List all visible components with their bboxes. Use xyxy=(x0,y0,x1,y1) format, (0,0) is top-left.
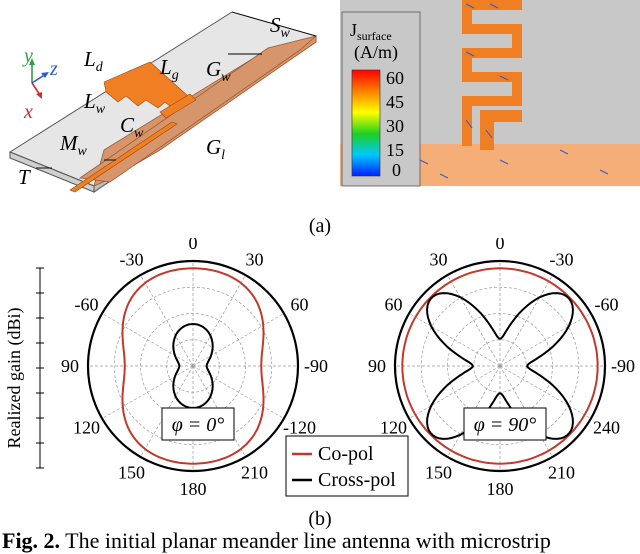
right-grid-spoke xyxy=(499,365,592,419)
right-angle-label: 150 xyxy=(425,463,452,483)
left-grid-spoke xyxy=(101,313,194,367)
left-angle-label: 90 xyxy=(61,356,79,376)
left-grid-ring xyxy=(113,286,273,446)
right-grid-spoke xyxy=(499,274,553,367)
left-angle-label: 0 xyxy=(189,238,198,253)
axis-x-label: x xyxy=(23,101,33,123)
left-angle-label: -60 xyxy=(74,295,98,315)
dim-lw: Lw xyxy=(83,89,106,117)
left-angle-label: 30 xyxy=(246,249,264,269)
left-co-pol-trace xyxy=(121,267,265,465)
colorbar-tick: 60 xyxy=(386,68,404,88)
dim-gl: Gl xyxy=(206,135,225,163)
right-grid-spoke xyxy=(499,313,592,367)
left-cut-label: φ = 0° xyxy=(172,414,225,436)
right-angle-label: 90 xyxy=(368,356,386,376)
colorbar xyxy=(341,11,421,187)
right-outer-ring xyxy=(393,259,607,473)
ylabel: Realized gain (dBi) xyxy=(4,308,25,449)
right-cross-pol-trace xyxy=(426,292,574,440)
left-polar-plot: 0 30 -30 60 -60 -90 90 -120 120 210 150 180 xyxy=(61,238,328,499)
right-grid-spoke xyxy=(408,313,501,367)
right-grid-spoke xyxy=(408,365,501,419)
left-angle-label: -120 xyxy=(283,418,316,438)
right-angle-label: -30 xyxy=(550,249,574,269)
left-angle-label: 210 xyxy=(241,463,268,483)
right-grid-ring xyxy=(420,286,580,446)
right-angle-label: -90 xyxy=(611,356,635,376)
left-cut-label-box: φ = 0° xyxy=(161,407,235,441)
panel-a: y z x Ld Lg Lw Cw Mw Gw Gl Sw T xyxy=(8,0,640,237)
dim-mw: Mw xyxy=(59,131,88,159)
legend-co-pol: Co-pol xyxy=(318,443,374,465)
dimension-labels: Ld Lg Lw Cw Mw Gw Gl Sw T xyxy=(18,13,291,189)
panel-b: Realized gain (dBi) 0 30 -30 60 -60 -90 90 -120… xyxy=(4,238,635,530)
left-outer-ring xyxy=(86,259,300,473)
left-grid-spoke xyxy=(140,274,194,367)
right-angle-label: 120 xyxy=(380,418,407,438)
figure-caption: Fig. 2. The initial planar meander line … xyxy=(2,528,551,554)
right-angle-label: 210 xyxy=(548,463,575,483)
axis-y-label: y xyxy=(22,45,33,67)
caption-text: The initial planar meander line antenna … xyxy=(60,528,551,553)
current-arrows xyxy=(359,3,609,179)
left-grid-spoke xyxy=(192,365,285,419)
colorbar-ticks: 60 45 30 15 0 xyxy=(386,68,404,180)
meander-radiator xyxy=(103,61,197,119)
left-angle-label: 150 xyxy=(118,463,145,483)
caption-label: Fig. 2. xyxy=(2,528,61,553)
colorbar-tick: 15 xyxy=(386,140,404,160)
left-angle-label: -30 xyxy=(120,249,144,269)
colorbar-tick: 0 xyxy=(392,160,401,180)
right-angle-label: 30 xyxy=(430,249,448,269)
panel-b-label: (b) xyxy=(308,508,331,530)
colorbar-unit: (A/m) xyxy=(354,42,398,63)
right-angle-label: 180 xyxy=(487,479,514,499)
dim-cw: Cw xyxy=(120,113,144,141)
left-grid-spoke xyxy=(192,274,246,367)
colorbar-tick: 30 xyxy=(386,116,404,136)
legend: Co-pol Cross-pol xyxy=(285,435,409,497)
right-angle-label: 60 xyxy=(384,295,402,315)
right-polar-plot: 0 -30 30 -60 60 -90 90 240 120 210 150 180 xyxy=(368,238,635,499)
dimension-lines xyxy=(36,11,317,169)
right-cut-label: φ = 90° xyxy=(474,414,537,436)
left-angle-label: 180 xyxy=(180,479,207,499)
colorbar-title: Jsurface xyxy=(350,20,392,43)
legend-cross-pol: Cross-pol xyxy=(318,469,396,491)
axis-z-label: z xyxy=(49,58,58,80)
right-cut-label-box: φ = 90° xyxy=(463,407,547,441)
left-grid-spoke xyxy=(192,313,285,367)
coordinate-axes-icon xyxy=(29,58,49,99)
colorbar-tick: 45 xyxy=(386,92,404,112)
radial-scale-bar xyxy=(36,267,44,469)
right-angle-label: 0 xyxy=(496,238,505,253)
right-angle-label: -60 xyxy=(595,295,619,315)
right-angle-label: 240 xyxy=(593,418,620,438)
microstrip-feed xyxy=(69,121,178,193)
left-grid-spoke xyxy=(101,365,194,419)
panel-a-label: (a) xyxy=(309,215,331,237)
left-angle-label: 60 xyxy=(291,295,309,315)
left-angle-label: 120 xyxy=(73,418,100,438)
dim-sw: Sw xyxy=(270,13,291,41)
dim-ld: Ld xyxy=(83,47,104,75)
right-co-pol-trace xyxy=(401,267,599,465)
dim-lg: Lg xyxy=(159,55,179,83)
left-angle-label: -90 xyxy=(304,356,328,376)
right-grid-spoke xyxy=(447,274,501,367)
dim-gw: Gw xyxy=(206,57,231,85)
dim-t: T xyxy=(18,165,31,189)
